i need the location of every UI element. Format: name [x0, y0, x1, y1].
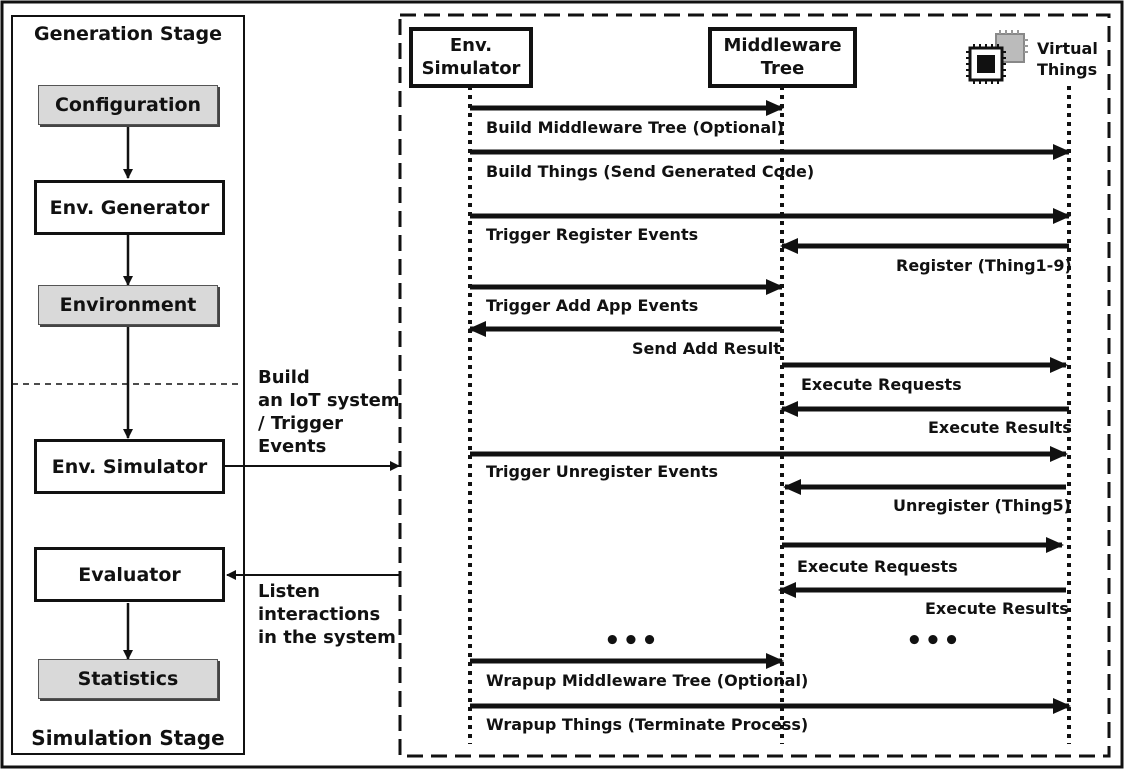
header-line: Virtual: [1037, 39, 1098, 58]
simulation-stage-title: Simulation Stage: [31, 726, 225, 750]
msg-label: Wrapup Things (Terminate Process): [486, 715, 809, 734]
msg-label: Build Middleware Tree (Optional): [486, 118, 784, 137]
annotation-line: Build: [258, 367, 310, 388]
msg-label: Wrapup Middleware Tree (Optional): [486, 671, 809, 690]
annotation-line: in the system: [258, 627, 396, 648]
ellipsis: •••: [906, 626, 962, 656]
evaluator-node: Evaluator: [34, 547, 225, 602]
msg-label: Trigger Unregister Events: [486, 462, 719, 481]
msg-label: Trigger Register Events: [486, 225, 699, 244]
environment-node: Environment: [38, 285, 218, 325]
generation-stage-title: Generation Stage: [34, 23, 222, 45]
msg-label: Trigger Add App Events: [486, 296, 699, 315]
header-line: Tree: [760, 57, 805, 79]
chip-icon: [966, 30, 1028, 84]
listen-annotation: Listen interactions in the system: [258, 580, 396, 649]
annotation-line: Events: [258, 436, 327, 457]
header-middleware-tree: Middleware Tree: [708, 27, 857, 88]
annotation-line: / Trigger: [258, 413, 344, 434]
statistics-node: Statistics: [38, 659, 218, 699]
msg-label: Build Things (Send Generated Code): [486, 162, 815, 181]
header-virtual-things: Virtual Things: [1037, 38, 1098, 80]
sequence-frame: [398, 13, 1111, 758]
msg-label: Execute Results: [925, 599, 1069, 618]
configuration-node: Configuration: [38, 85, 218, 125]
env-simulator-node: Env. Simulator: [34, 439, 225, 494]
header-line: Env.: [449, 35, 493, 56]
msg-label: Execute Requests: [797, 557, 958, 576]
annotation-line: Listen: [258, 581, 320, 602]
header-line: Middleware: [723, 35, 842, 56]
msg-label: Execute Requests: [801, 375, 962, 394]
msg-label: Execute Results: [928, 418, 1072, 437]
header-line: Things: [1037, 60, 1098, 79]
msg-label: Register (Thing1-9): [896, 256, 1072, 275]
annotation-line: an IoT system: [258, 390, 400, 411]
msg-label: Send Add Result: [632, 339, 781, 358]
left-panel-frame: [11, 15, 245, 755]
ellipsis: •••: [604, 626, 660, 656]
header-line: Simulator: [421, 57, 521, 79]
msg-label: Unregister (Thing5): [893, 496, 1071, 515]
build-annotation: Build an IoT system / Trigger Events: [258, 366, 400, 458]
env-generator-node: Env. Generator: [34, 180, 225, 235]
header-env-simulator: Env. Simulator: [409, 27, 533, 88]
annotation-line: interactions: [258, 604, 381, 625]
